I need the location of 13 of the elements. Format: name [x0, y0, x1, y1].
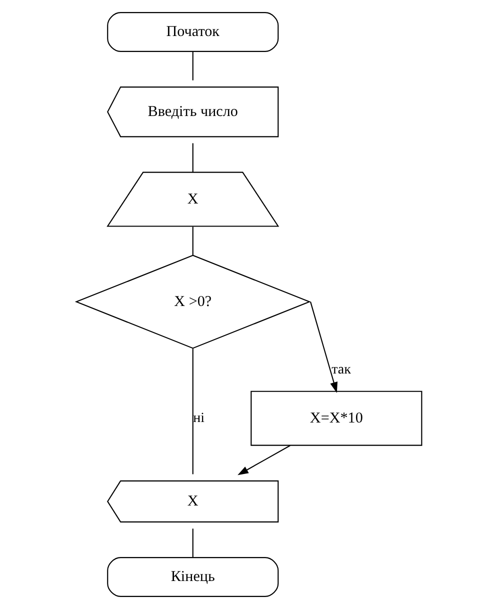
- arrow: [310, 302, 338, 393]
- connector: [192, 528, 193, 558]
- node-box: Початок: [106, 12, 278, 52]
- edge-label: ні: [192, 410, 204, 426]
- arrow: [237, 445, 290, 476]
- edge-label: так: [331, 361, 350, 378]
- connector: [192, 51, 193, 80]
- node-box: X=X*10: [250, 390, 422, 446]
- connector: [192, 348, 193, 474]
- connector: [192, 226, 193, 256]
- node-diamond: X >0?: [74, 254, 310, 349]
- connector: [192, 143, 193, 172]
- node-box: Кінець: [106, 557, 278, 597]
